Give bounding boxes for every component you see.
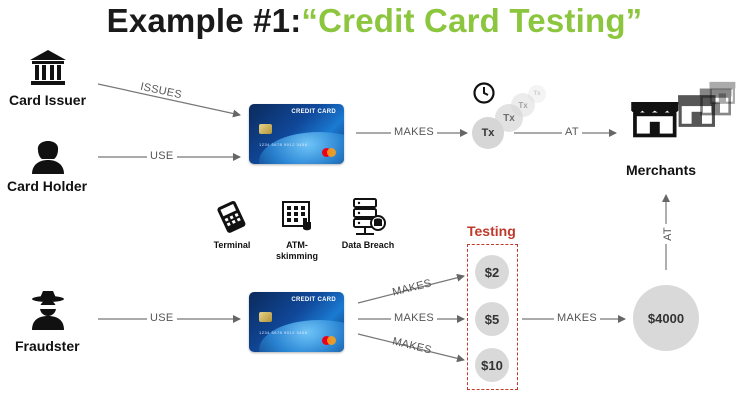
- testing-title: Testing: [467, 223, 516, 239]
- card-number: 1234 5678 9012 3456: [259, 330, 307, 335]
- actor-merchants: Merchants: [626, 162, 696, 178]
- label-at-top: AT: [562, 126, 582, 138]
- label-makes-5: MAKES: [391, 312, 437, 324]
- label-makes-4000: MAKES: [554, 312, 600, 324]
- label-use-holder: USE: [147, 150, 177, 162]
- card-chip-icon: [259, 124, 272, 134]
- tool-breach-label: Data Breach: [338, 240, 398, 251]
- server-icon: [350, 197, 386, 237]
- card-number: 1234 5678 9012 3456: [259, 142, 307, 147]
- label-makes-top: MAKES: [391, 126, 437, 138]
- card-title: CREDIT CARD: [291, 297, 336, 303]
- actor-fraudster: Fraudster: [15, 338, 80, 354]
- person-icon: [28, 132, 68, 174]
- credit-card-bottom: CREDIT CARD 1234 5678 9012 3456: [249, 292, 344, 352]
- mastercard-icon: [322, 336, 336, 345]
- terminal-icon: [213, 199, 249, 233]
- tool-terminal-label: Terminal: [208, 240, 256, 251]
- card-chip-icon: [259, 312, 272, 322]
- card-title: CREDIT CARD: [291, 109, 336, 115]
- actor-card-holder: Card Holder: [7, 178, 87, 194]
- tool-atm-label: ATM- skimming: [270, 240, 324, 262]
- atm-keypad-icon: [281, 200, 313, 234]
- label-use-fraud: USE: [147, 312, 177, 324]
- amount-4000: $4000: [633, 285, 699, 351]
- amount-10: $10: [475, 348, 509, 382]
- clock-icon: [472, 81, 496, 105]
- mastercard-icon: [322, 148, 336, 157]
- credit-card-top: CREDIT CARD 1234 5678 9012 3456: [249, 104, 344, 164]
- label-at-vertical: AT: [662, 224, 674, 244]
- bank-icon: [28, 48, 68, 88]
- actor-card-issuer: Card Issuer: [9, 92, 86, 108]
- tx-circle-1: Tx: [472, 117, 504, 149]
- amount-5: $5: [475, 302, 509, 336]
- amount-2: $2: [475, 255, 509, 289]
- spy-icon: [28, 288, 68, 330]
- store-icon: [630, 79, 740, 139]
- tool-atm-text: ATM- skimming: [276, 240, 318, 261]
